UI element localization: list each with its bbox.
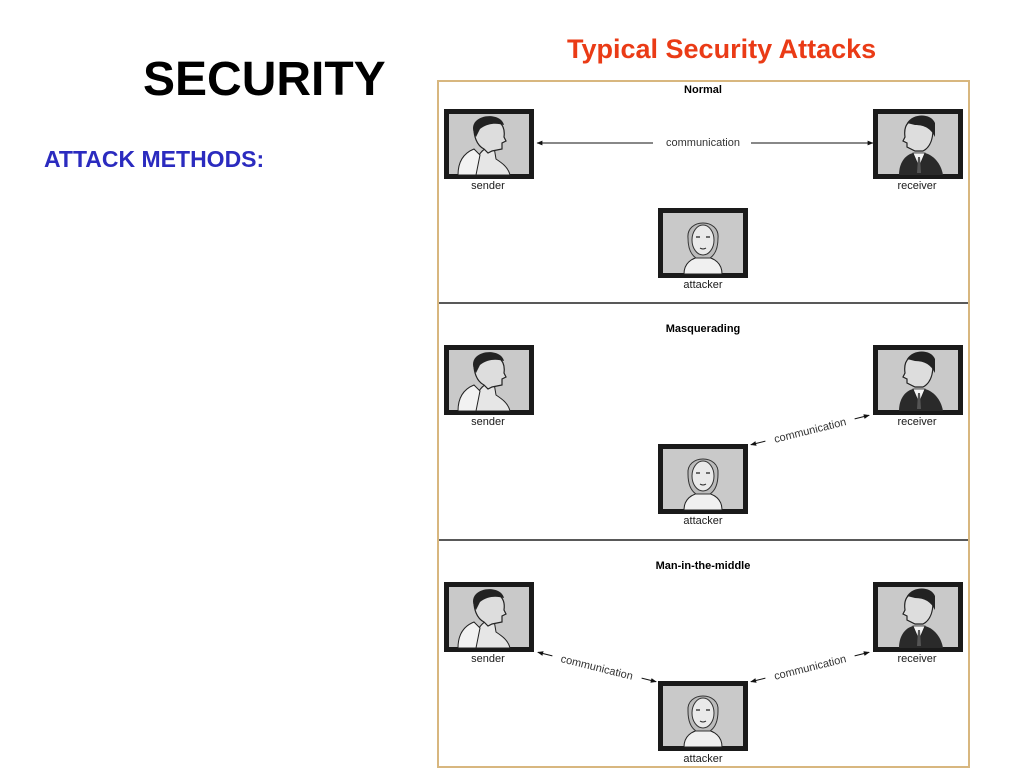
communication-arrow	[854, 414, 870, 420]
panel-heading-normal: Normal	[684, 84, 722, 96]
security-attacks-figure: Normal sender receiver attacker communic…	[437, 80, 970, 768]
attack-methods-heading: ATTACK METHODS:	[44, 146, 265, 172]
sender-label: sender	[471, 653, 505, 665]
communication-arrow	[854, 651, 870, 657]
slide-title: SECURITY	[143, 53, 386, 106]
communication-label: communication	[773, 416, 848, 446]
figure-title: Typical Security Attacks	[567, 34, 877, 64]
receiver-label: receiver	[897, 653, 936, 665]
panel-masquerading: Masquerading sender receiver attacker co…	[443, 323, 964, 527]
receiver-label: receiver	[897, 416, 936, 428]
sender-man-icon	[443, 581, 535, 653]
receiver-label: receiver	[897, 180, 936, 192]
sender-man-icon	[443, 108, 535, 180]
receiver-man-icon	[872, 581, 964, 653]
attacker-woman-icon	[657, 443, 749, 515]
communication-label-right: communication	[773, 653, 848, 683]
communication-arrow	[750, 677, 766, 683]
receiver-man-icon	[872, 344, 964, 416]
panel-normal: Normal sender receiver attacker communic…	[443, 84, 964, 291]
communication-label-left: communication	[559, 653, 634, 683]
attacker-label: attacker	[683, 279, 722, 291]
sender-label: sender	[471, 180, 505, 192]
receiver-man-icon	[872, 108, 964, 180]
communication-arrow	[750, 440, 766, 446]
sender-man-icon	[443, 344, 535, 416]
communication-label: communication	[666, 137, 740, 149]
attacker-label: attacker	[683, 515, 722, 527]
panel-man-in-the-middle: Man-in-the-middle sender receiver attack…	[443, 560, 964, 765]
panel-heading-mitm: Man-in-the-middle	[656, 560, 751, 572]
communication-arrow	[537, 651, 553, 657]
communication-arrow	[641, 677, 657, 683]
panel-heading-masquerading: Masquerading	[666, 323, 741, 335]
attacker-woman-icon	[657, 680, 749, 752]
attacker-label: attacker	[683, 753, 722, 765]
sender-label: sender	[471, 416, 505, 428]
attacker-woman-icon	[657, 207, 749, 279]
